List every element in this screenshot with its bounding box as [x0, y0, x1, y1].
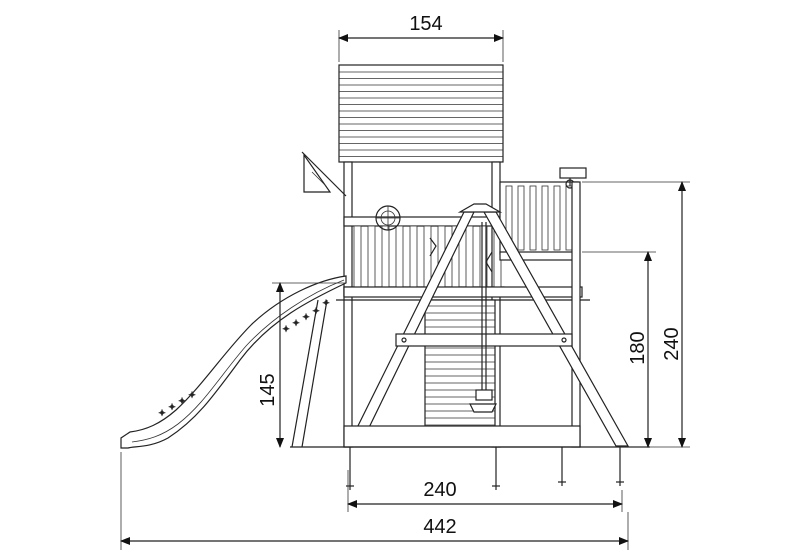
dim-label-roof-width: 154 — [409, 13, 442, 35]
balcony-slat — [565, 185, 573, 251]
dimension-platform-height: 180 — [582, 251, 656, 448]
deck-railing — [343, 205, 505, 297]
dim-label-slide-height: 145 — [257, 373, 279, 406]
balcony-slat — [529, 185, 537, 251]
dimension-frame-width: 240 — [347, 470, 623, 512]
railing-slat — [409, 225, 418, 288]
railing-slat — [381, 225, 390, 288]
dimension-total-height: 240 — [582, 181, 690, 448]
dimension-total-width: 442 — [120, 452, 629, 550]
railing-slat — [395, 225, 404, 288]
dimension-slide-height: 145 — [257, 282, 346, 448]
slide-star-icon: ✦ — [158, 409, 166, 419]
dim-label-total-height: 240 — [661, 327, 683, 360]
flag — [301, 151, 347, 197]
balcony-slat — [541, 185, 549, 251]
slide-star-icon: ✦ — [168, 403, 176, 413]
deck-floor — [336, 286, 590, 301]
roof — [338, 64, 504, 163]
balcony-slat — [517, 185, 525, 251]
dimension-roof-width: 154 — [338, 13, 504, 62]
railing-slat — [367, 225, 376, 288]
slide-star-icon: ✦ — [282, 325, 290, 335]
dim-label-total-width: 442 — [423, 516, 456, 538]
steering-wheel-icon — [375, 205, 401, 231]
swing — [469, 222, 497, 413]
slide-star-icon: ✦ — [188, 391, 196, 401]
dim-label-frame-width: 240 — [423, 479, 456, 501]
slide-star-icon: ✦ — [178, 397, 186, 407]
a-frame — [347, 203, 630, 447]
slide: ✦✦✦✦✦✦✦✦✦ — [120, 275, 347, 449]
balcony-slat — [553, 185, 561, 251]
climbing-wall — [424, 299, 496, 431]
slide-star-icon: ✦ — [292, 319, 300, 329]
dim-label-platform-height: 180 — [627, 331, 649, 364]
slide-star-icon: ✦ — [302, 313, 310, 323]
railing-slat — [353, 225, 362, 288]
base-frame — [290, 299, 650, 490]
railing-slat — [465, 225, 474, 288]
railing-slat — [423, 225, 432, 288]
